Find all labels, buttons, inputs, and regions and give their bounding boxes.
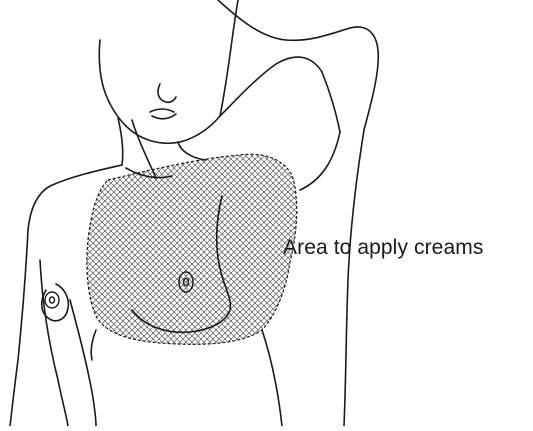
left-arm-inner	[40, 260, 68, 426]
right-side	[344, 130, 364, 426]
neck-right	[178, 142, 206, 160]
mouth	[150, 109, 176, 119]
left-nipple	[45, 292, 59, 308]
neck-left	[118, 118, 123, 165]
left-torso	[70, 300, 96, 426]
nose	[158, 84, 176, 102]
area-label: Area to apply creams	[283, 236, 483, 260]
raised-arm-forearm	[350, 27, 378, 130]
application-area	[87, 154, 297, 344]
jaw-line	[126, 116, 220, 143]
hair-right	[220, 0, 238, 116]
head-outline	[99, 40, 126, 126]
left-arm-outer	[10, 230, 28, 426]
abdomen-line	[91, 330, 96, 360]
armpit-lower	[300, 132, 340, 190]
torso-bottom-right	[262, 330, 282, 426]
arm-inner	[220, 57, 322, 116]
armpit	[322, 72, 340, 132]
neck-tendon	[132, 120, 156, 178]
